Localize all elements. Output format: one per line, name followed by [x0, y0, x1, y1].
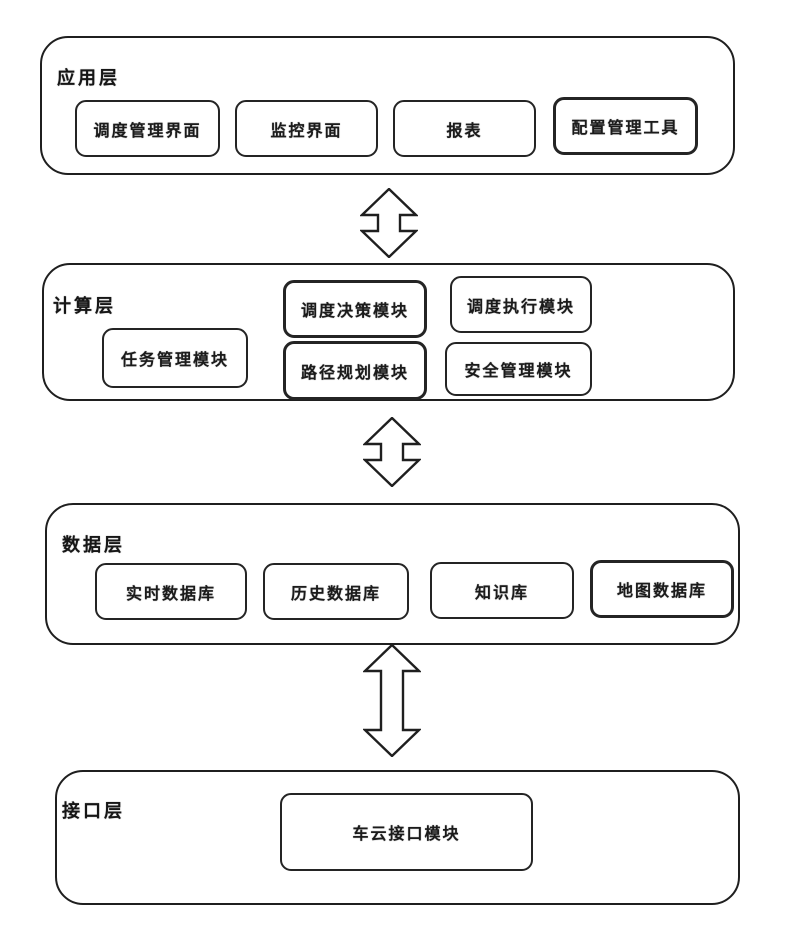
layer-computing-label: 计算层: [53, 296, 116, 316]
module-dispatch-decision: 调度决策模块: [283, 280, 427, 338]
layer-data-label: 数据层: [62, 535, 125, 555]
module-map-database: 地图数据库: [590, 560, 734, 618]
module-config-management-tool: 配置管理工具: [553, 97, 698, 155]
layer-interface-label: 接口层: [62, 801, 125, 821]
module-realtime-database: 实时数据库: [95, 563, 247, 620]
module-safety-management: 安全管理模块: [445, 342, 592, 396]
double-arrow-icon: [363, 417, 421, 487]
double-arrow-icon: [363, 644, 421, 757]
module-dispatch-management-ui: 调度管理界面: [75, 100, 220, 157]
module-task-management: 任务管理模块: [102, 328, 248, 388]
module-reports: 报表: [393, 100, 536, 157]
module-path-planning: 路径规划模块: [283, 341, 427, 400]
module-knowledge-base: 知识库: [430, 562, 574, 619]
module-vehicle-cloud-interface: 车云接口模块: [280, 793, 533, 871]
module-history-database: 历史数据库: [263, 563, 409, 620]
layer-application-label: 应用层: [57, 68, 120, 88]
double-arrow-icon: [360, 188, 418, 258]
module-dispatch-execution: 调度执行模块: [450, 276, 592, 333]
module-monitoring-ui: 监控界面: [235, 100, 378, 157]
